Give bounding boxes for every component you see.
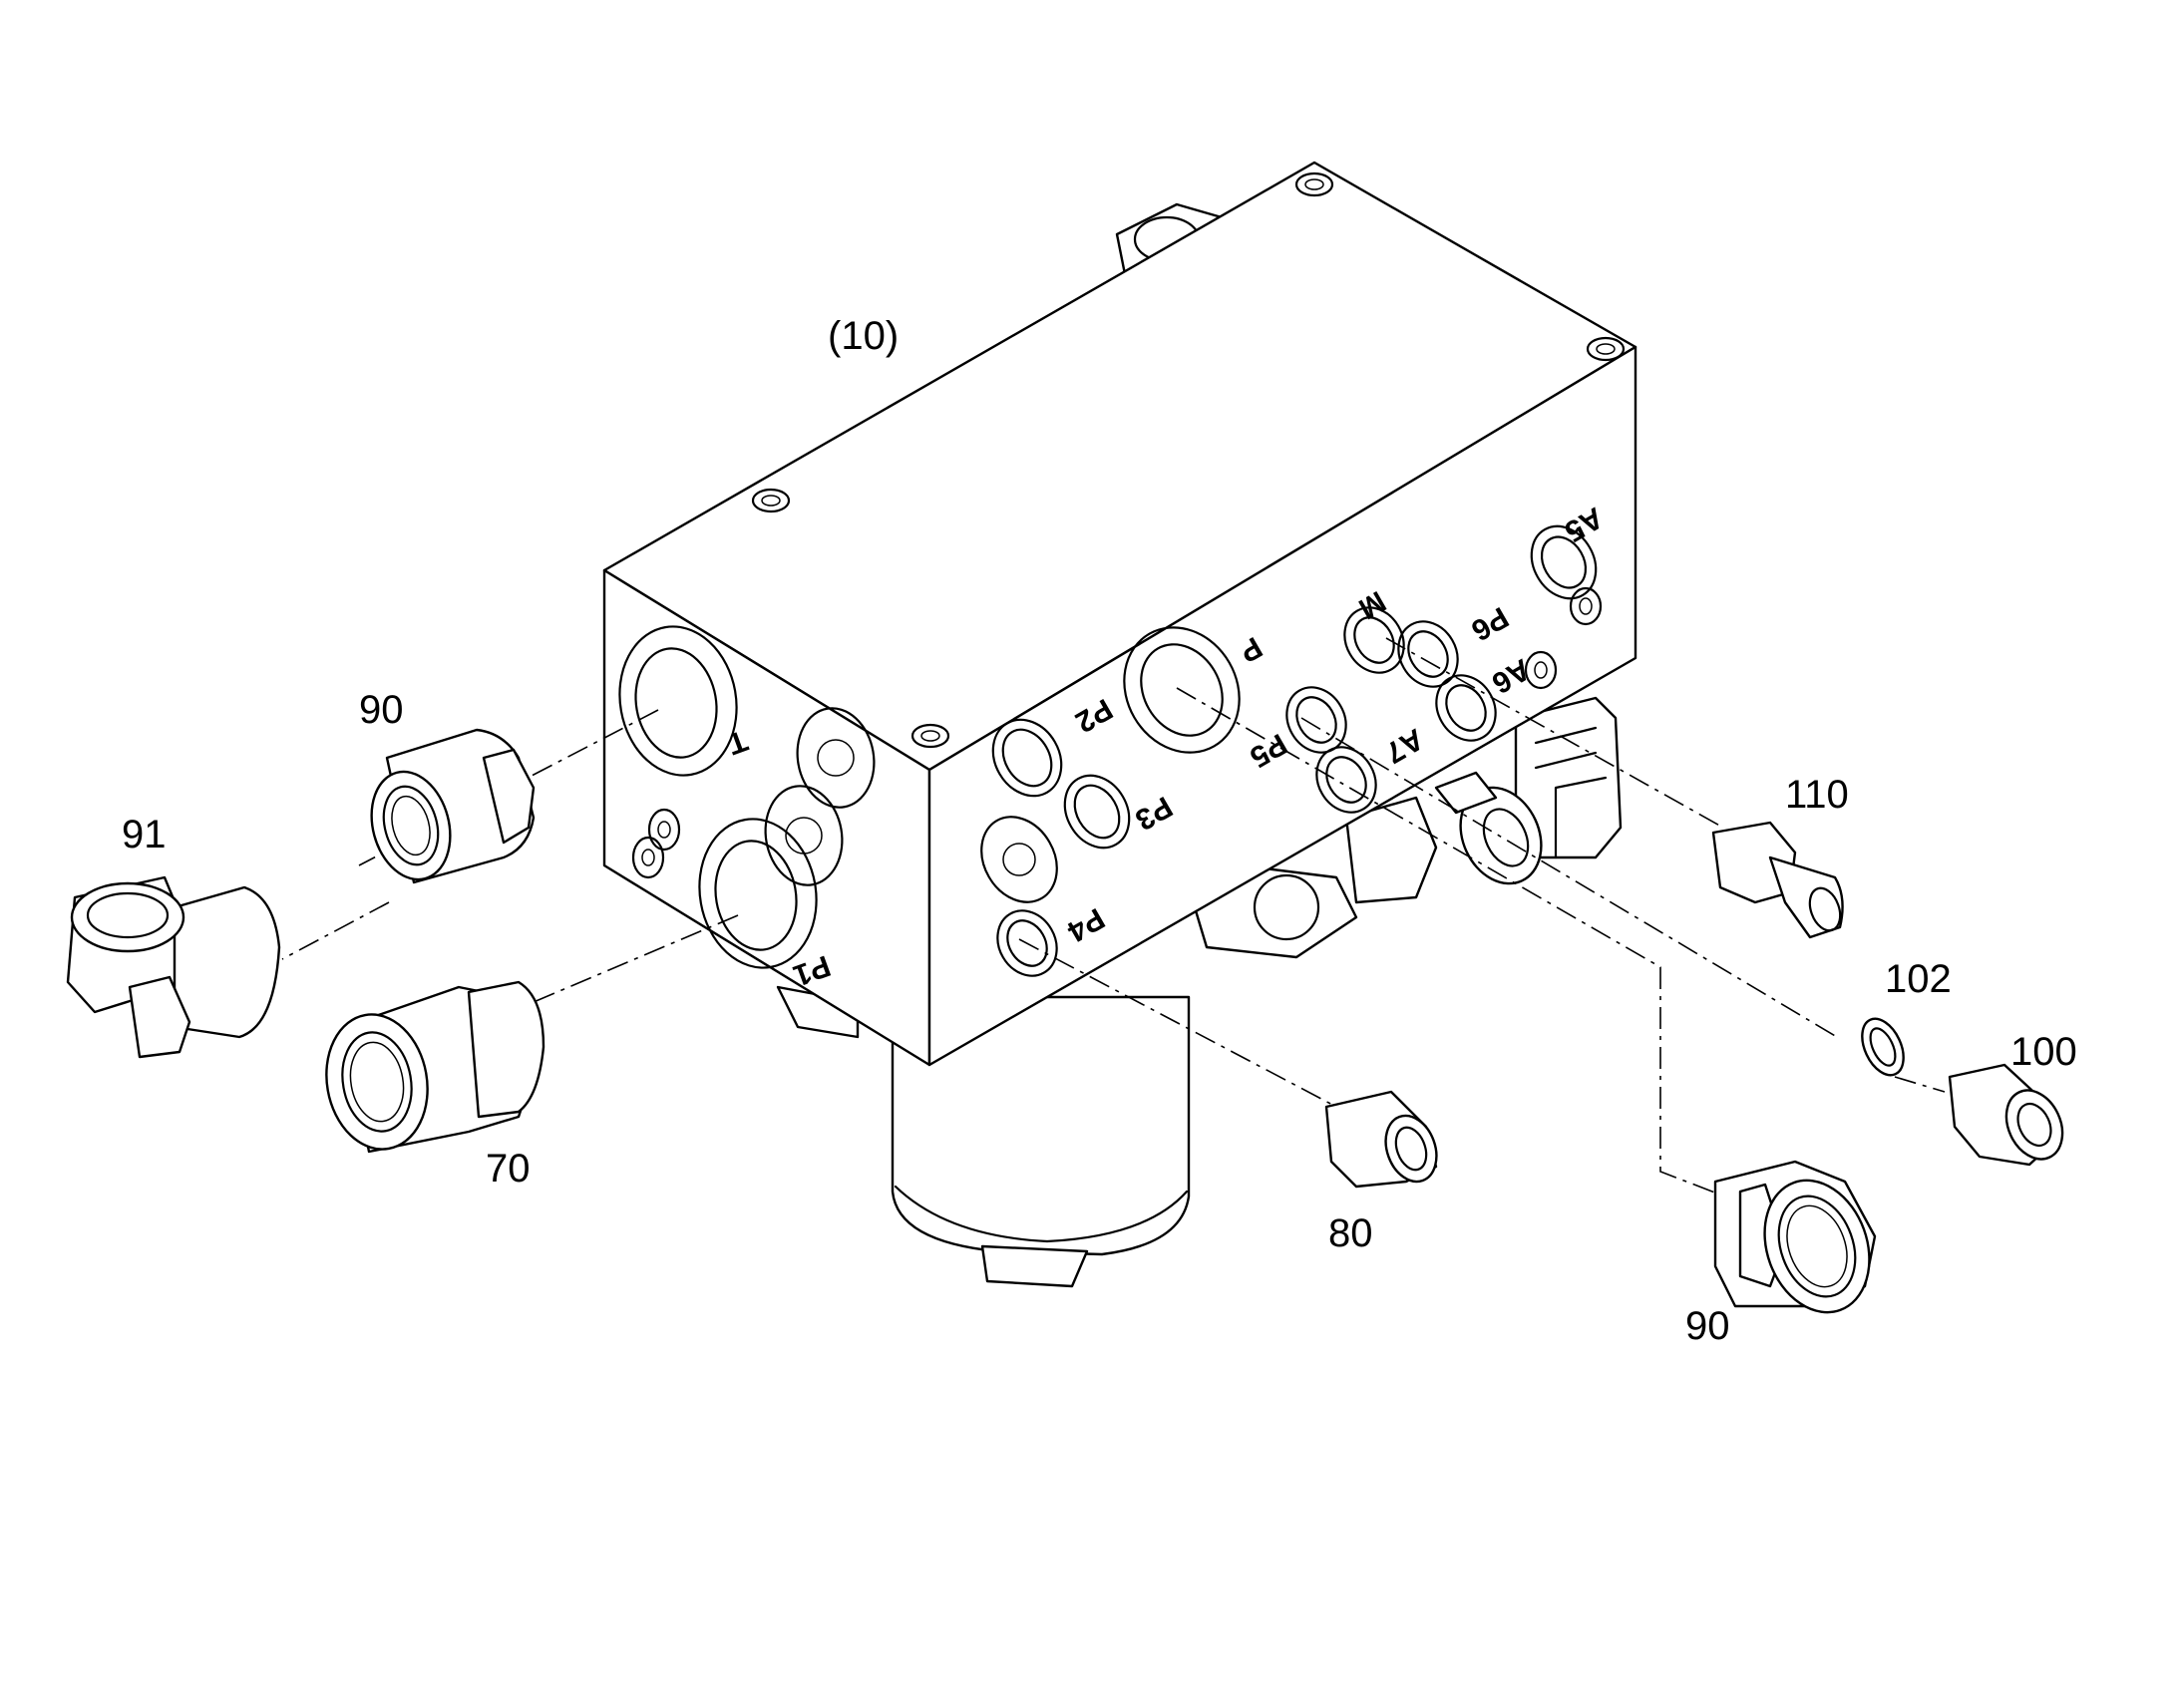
port-P4-icon: [996, 909, 1058, 977]
part-91-elbow: [66, 875, 281, 1059]
mount-hole-icon: [751, 488, 791, 513]
mount-hole-icon: [910, 723, 950, 749]
manifold-block: [602, 161, 1637, 1067]
small-port-icon: [1569, 586, 1603, 626]
part-102-oring: [1861, 1017, 1905, 1077]
callout-90-left: 90: [359, 688, 404, 732]
mount-hole-icon: [1586, 336, 1626, 362]
port-A6-icon: [1435, 674, 1497, 742]
callout-70: 70: [486, 1147, 531, 1191]
part-90-left: [370, 728, 536, 884]
callout-assembly: (10): [828, 314, 899, 358]
mount-hole-icon: [1294, 171, 1334, 197]
port-A5-icon: [1530, 524, 1598, 600]
port-P6-icon: [1397, 620, 1459, 688]
part-90-right: [1713, 1160, 1877, 1314]
port-P2-icon: [991, 718, 1063, 798]
small-port-icon: [631, 836, 665, 879]
callout-110: 110: [1785, 773, 1849, 817]
callout-80: 80: [1328, 1211, 1373, 1255]
callout-100: 100: [2010, 1030, 2077, 1074]
port-P-icon: [1123, 626, 1241, 754]
port-P3-icon: [1063, 774, 1131, 850]
small-port-icon: [1524, 650, 1558, 690]
plug-side-icon: [980, 816, 1058, 903]
port-M-icon: [1343, 606, 1405, 674]
assembly-centerlines: [281, 637, 1946, 1197]
plug-lower-icon: [764, 785, 844, 886]
plug-upper-icon: [796, 707, 876, 809]
part-110: [1711, 821, 1844, 939]
small-port-icon: [647, 808, 681, 852]
part-100: [1948, 1063, 2064, 1167]
port-A7-icon: [1315, 746, 1377, 814]
part-80: [1324, 1090, 1438, 1189]
callout-90-right: 90: [1685, 1304, 1730, 1348]
port-T-icon: [618, 625, 738, 777]
callout-91: 91: [122, 813, 167, 856]
part-70: [325, 980, 545, 1154]
callout-102: 102: [1885, 957, 1952, 1001]
manifold-side-face: [927, 345, 1637, 1067]
